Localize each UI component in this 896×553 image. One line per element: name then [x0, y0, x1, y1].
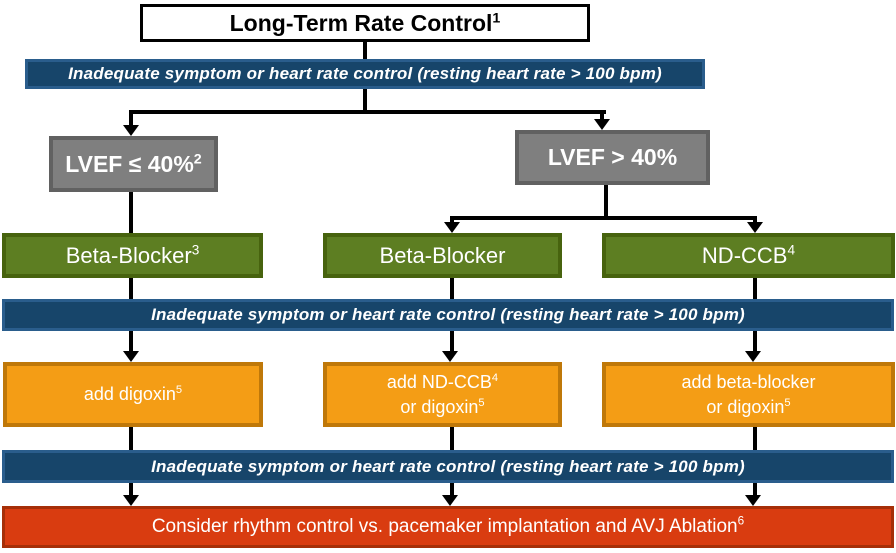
banner-label: Inadequate symptom or heart rate control…: [151, 305, 745, 324]
node-label: LVEF ≤ 40%2: [65, 150, 202, 177]
banner-label: Inadequate symptom or heart rate control…: [68, 64, 662, 83]
arrow-down-icon: [594, 119, 610, 130]
connector-line: [450, 216, 757, 220]
node-nd-ccb: ND-CCB4: [602, 233, 895, 278]
node-label: add digoxin5: [83, 384, 183, 404]
node-add-ndccb-or-digoxin: add ND-CCB4 or digoxin5: [323, 362, 562, 427]
connector-line: [129, 110, 133, 126]
arrow-down-icon: [745, 351, 761, 362]
arrow-down-icon: [745, 495, 761, 506]
node-label-line1: add beta-blocker: [681, 371, 816, 392]
arrow-down-icon: [444, 222, 460, 233]
node-beta-blocker-mid: Beta-Blocker: [323, 233, 562, 278]
connector-line: [363, 89, 367, 114]
node-label-line2: or digoxin5: [706, 396, 791, 417]
node-label: ND-CCB4: [701, 242, 796, 268]
banner-label: Inadequate symptom or heart rate control…: [151, 456, 745, 476]
banner-inadequate-control-1: Inadequate symptom or heart rate control…: [25, 59, 705, 89]
connector-line: [604, 185, 608, 220]
node-label-line2: or digoxin5: [400, 396, 485, 417]
node-lvef-gt-40: LVEF > 40%: [515, 130, 710, 185]
banner-inadequate-control-2: Inadequate symptom or heart rate control…: [2, 299, 894, 331]
arrow-down-icon: [442, 351, 458, 362]
banner-inadequate-control-3: Inadequate symptom or heart rate control…: [2, 450, 894, 483]
node-label: LVEF > 40%: [547, 144, 678, 170]
arrow-down-icon: [123, 495, 139, 506]
node-label: Beta-Blocker: [379, 242, 506, 268]
arrow-down-icon: [123, 351, 139, 362]
connector-line: [450, 216, 454, 224]
node-add-beta-blocker-or-digoxin: add beta-blocker or digoxin5: [602, 362, 895, 427]
node-lvef-le-40: LVEF ≤ 40%2: [49, 136, 218, 192]
connector-line: [129, 110, 606, 114]
arrow-down-icon: [747, 222, 763, 233]
node-beta-blocker-left: Beta-Blocker3: [2, 233, 263, 278]
node-add-digoxin: add digoxin5: [3, 362, 263, 427]
connector-line: [363, 42, 367, 60]
node-consider-rhythm-control: Consider rhythm control vs. pacemaker im…: [2, 506, 894, 548]
connector-line: [600, 110, 604, 120]
connector-line: [129, 192, 133, 233]
connector-line: [753, 216, 757, 224]
node-label: Beta-Blocker3: [65, 242, 200, 268]
node-label: Long-Term Rate Control1: [229, 9, 501, 36]
node-label-line1: add ND-CCB4: [386, 371, 499, 392]
node-long-term-rate-control: Long-Term Rate Control1: [140, 4, 590, 42]
arrow-down-icon: [442, 495, 458, 506]
arrow-down-icon: [123, 125, 139, 136]
node-label: Consider rhythm control vs. pacemaker im…: [151, 514, 745, 537]
